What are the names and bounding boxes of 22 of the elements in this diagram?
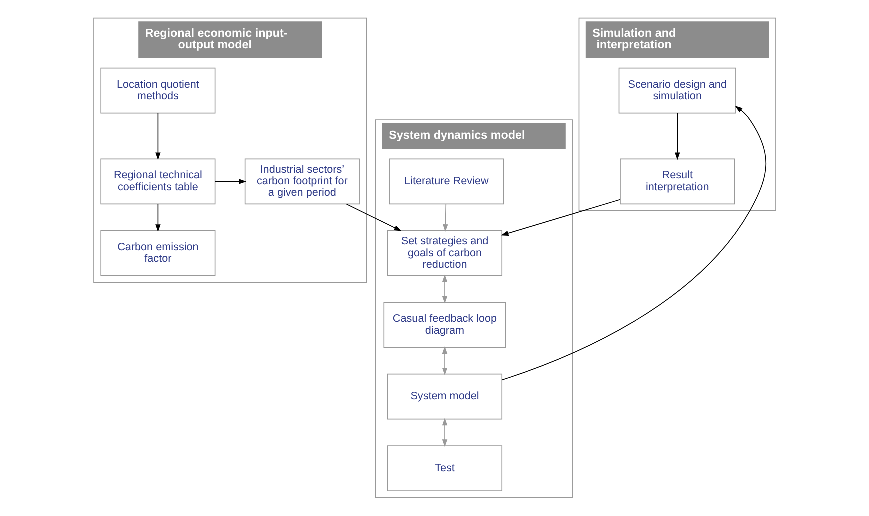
node-box: Literature Review xyxy=(388,158,504,205)
node-box: Result interpretation xyxy=(620,158,735,205)
arrow xyxy=(674,113,680,160)
arrow xyxy=(442,346,448,376)
arrow xyxy=(442,204,448,232)
node-box: Test xyxy=(386,446,502,492)
node-box: Casual feedback loop diagram xyxy=(383,302,506,348)
arrow xyxy=(214,179,246,184)
node-box: Set strategies and goals of carbon reduction xyxy=(386,230,502,276)
arrow xyxy=(155,204,160,232)
arrow xyxy=(155,113,160,160)
node-box: Location quotient methods xyxy=(100,68,216,114)
node-box: Scenario design and simulation xyxy=(618,68,736,114)
arrow xyxy=(500,199,620,236)
arrow xyxy=(346,204,402,232)
node-box: System model xyxy=(386,374,502,420)
node-box: Industrial sectors’ carbon footprint for a given period xyxy=(244,158,360,205)
node-box: Carbon emission factor xyxy=(100,230,216,276)
arrow xyxy=(442,418,448,448)
arrow xyxy=(442,274,448,304)
arrow xyxy=(501,106,766,381)
node-box: Regional technical coefficients table xyxy=(100,158,216,205)
